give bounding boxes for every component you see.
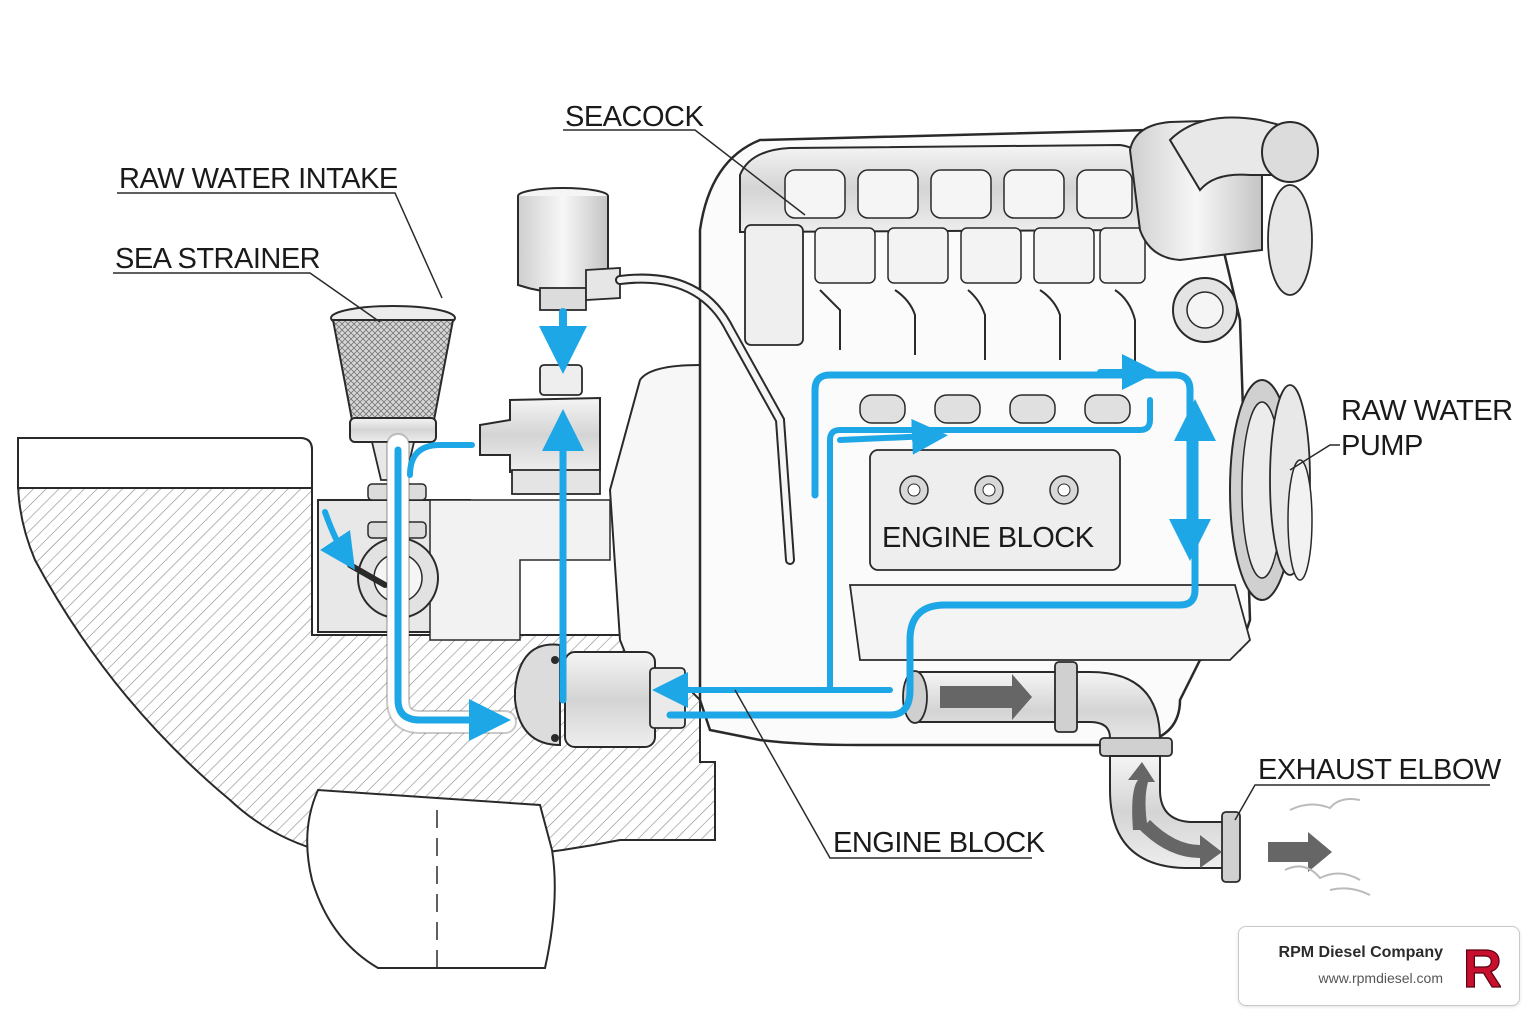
label-exhaust-elbow: EXHAUST ELBOW [1258, 754, 1502, 786]
exhaust-arrow-3 [1140, 820, 1222, 868]
flow-bilge-entry [320, 509, 355, 570]
fuel-filter [517, 187, 795, 565]
exhaust-flow-arrows [940, 674, 1332, 872]
label-seacock: SEACOCK [565, 101, 704, 133]
exhaust-arrow-1 [940, 674, 1032, 720]
exhaust-smoke [1284, 798, 1371, 896]
flow-intake-down [394, 446, 511, 741]
flow-engine-top [811, 371, 1211, 561]
exhaust-arrow-4 [1268, 832, 1332, 872]
exhaust-arrow-2 [1128, 762, 1155, 830]
sea-strainer [330, 305, 456, 539]
brand-card: RPM Diesel Company www.rpmdiesel.com R [1238, 926, 1520, 1006]
raw-water-flow [320, 308, 1216, 741]
label-raw-water-pump-line1: RAW WATER [1341, 395, 1513, 427]
label-engine-block-inner: ENGINE BLOCK [882, 522, 1095, 554]
keel [306, 788, 556, 969]
brand-url: www.rpmdiesel.com [1318, 970, 1443, 986]
flow-engine-loop [817, 397, 1153, 693]
brand-logo: R [1462, 939, 1501, 995]
label-sea-strainer: SEA STRAINER [115, 243, 320, 275]
label-raw-water-intake: RAW WATER INTAKE [119, 163, 398, 195]
flow-to-engine-lower [666, 399, 1216, 719]
brand-name: RPM Diesel Company [1278, 944, 1443, 961]
label-engine-block-callout: ENGINE BLOCK [833, 827, 1046, 859]
pump-housing [479, 364, 601, 495]
engine [608, 116, 1319, 747]
flow-to-strainer [407, 442, 475, 478]
svg-text:R: R [1463, 939, 1501, 995]
leader-lines [113, 129, 1490, 859]
label-raw-water-pump-line2: PUMP [1341, 430, 1423, 462]
flow-manifold [837, 418, 948, 455]
